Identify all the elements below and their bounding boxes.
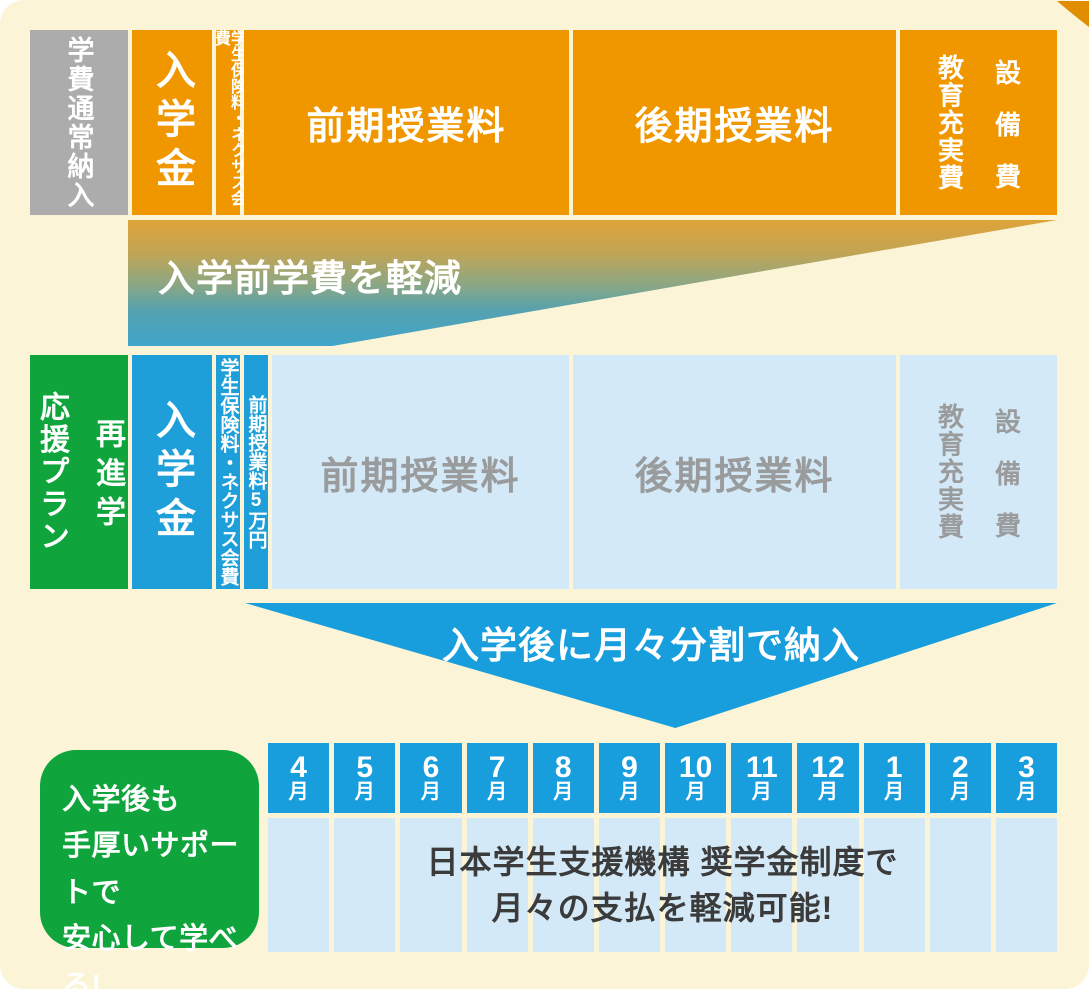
month-column [731,818,793,952]
cell-admission-fee-normal: 入学金 [132,30,212,215]
scholarship-note: 日本学生支援機構 奨学金制度で 月々の支払を軽減可能! [268,818,1057,952]
facility-equipment-fee-col: 設備費 [991,58,1022,215]
cell-insurance-nexus-fee-normal: 学生保険料・ネクサス会費 [212,30,245,215]
facility-education-fee-col: 教育充実費 [934,53,965,192]
cell-facility-fees-plan: 教育充実費 設備費 [900,355,1057,589]
facility-equipment-fee-col-plan: 設備費 [991,408,1022,564]
cell-second-semester-tuition-normal: 後期授業料 [573,30,896,215]
cell-insurance-nexus-fee-plan: 学生保険料・ネクサス会費 [216,355,240,589]
label-normal-tuition-text: 学費通常納入 [63,35,94,210]
banner-monthly-installment-text: 入学後に月々分割で納入 [442,625,860,666]
row-reenrollment-support-plan: 応援プラン 再進学 入学金 学生保険料・ネクサス会費 前期授業料5万円 前期授業… [30,355,1057,589]
plan-label-left-col: 応援プラン [35,391,68,553]
scholarship-note-line2: 月々の支払を軽減可能! [491,890,834,926]
month-column [466,818,528,952]
cell-facility-fees-normal: 教育充実費 設備費 [900,30,1057,215]
label-normal-tuition: 学費通常納入 [30,30,128,215]
support-message-box: 入学後も 手厚いサポートで 安心して学べる! [40,750,259,989]
cell-first-semester-tuition-normal: 前期授業料 [244,30,569,215]
support-message-line3: 安心して学べる! [62,923,239,989]
month-column [929,818,991,952]
cell-first-semester-tuition-plan: 前期授業料 [272,355,569,589]
month-column [400,818,462,952]
facility-education-fee-col-plan: 教育充実費 [934,403,965,541]
month-column [334,818,396,952]
support-message-line2: 手厚いサポートで [62,830,240,909]
scholarship-note-line1: 日本学生支援機構 奨学金制度で [426,843,899,880]
month-column [863,818,925,952]
banner-pre-admission-text: 入学前学費を軽減 [158,258,462,299]
month-column [995,818,1058,952]
cell-first-tuition-deposit-plan: 前期授業料5万円 [244,355,268,589]
row-normal-tuition: 学費通常納入 入学金 学生保険料・ネクサス会費 前期授業料 後期授業料 教育充実… [30,30,1057,215]
label-reenrollment-support-plan: 応援プラン 再進学 [30,355,128,589]
calendar-body: 日本学生支援機構 奨学金制度で 月々の支払を軽減可能! [268,818,1058,952]
month-column [532,818,594,952]
month-column [598,818,661,952]
month-column [665,818,727,952]
month-column [268,818,330,952]
plan-label-right-col: 再進学 [91,417,124,535]
corner-fold-icon [1057,1,1089,27]
cell-admission-fee-plan: 入学金 [132,355,212,589]
support-message-line1: 入学後も [62,784,181,816]
month-column [797,818,859,952]
cell-second-semester-tuition-plan: 後期授業料 [573,355,896,589]
